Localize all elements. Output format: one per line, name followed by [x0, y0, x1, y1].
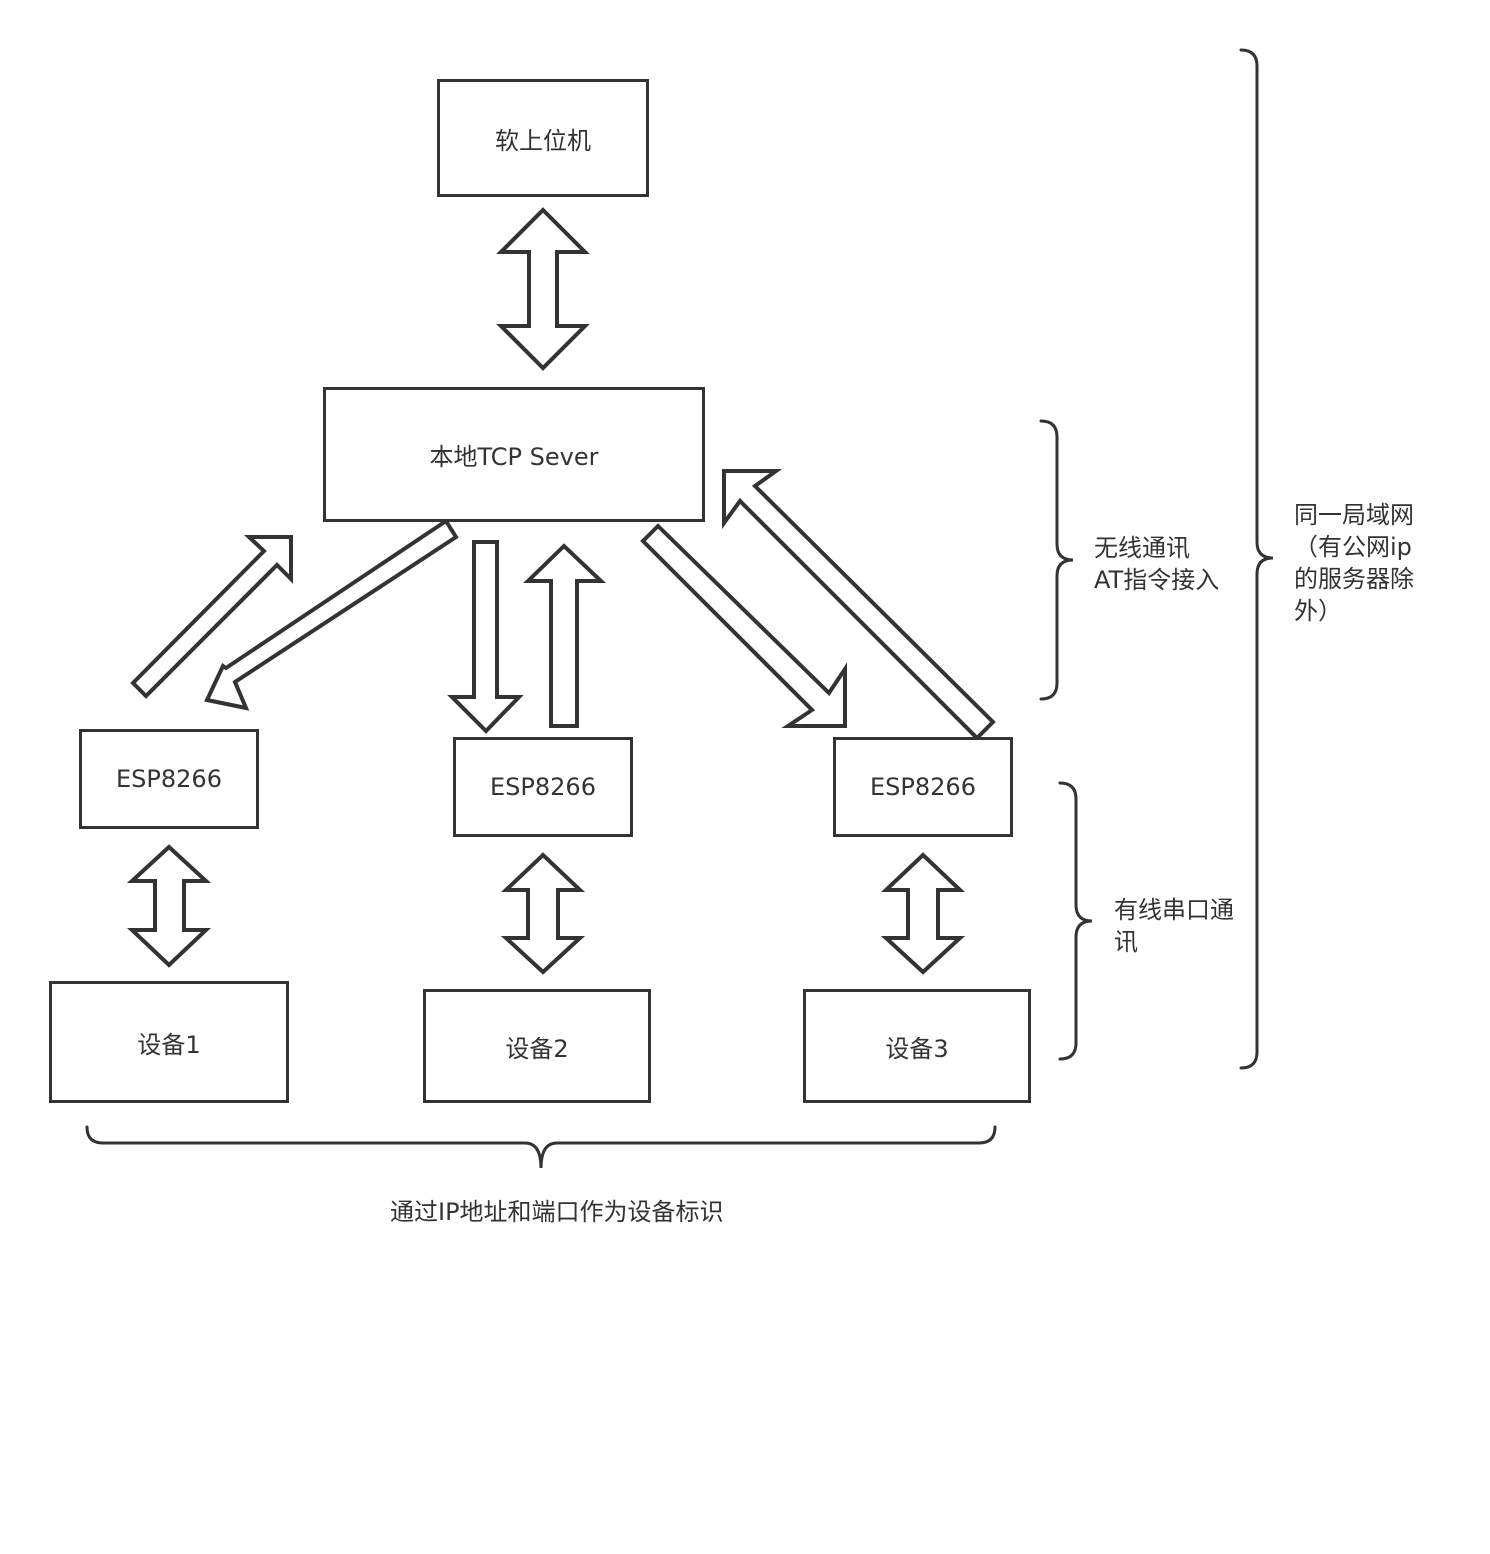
arrow-server-to-esp-middle	[447, 540, 524, 734]
arrow-server-to-esp-right	[640, 523, 847, 728]
identification-annotation: 通过IP地址和端口作为设备标识	[390, 1198, 724, 1226]
wired-line-2: 讯	[1114, 928, 1138, 956]
device-2-box: 设备2	[423, 989, 651, 1103]
device-1-label: 设备1	[137, 1030, 201, 1059]
arrow-server-to-esp-left	[204, 518, 459, 711]
brace-wireless	[1039, 419, 1074, 701]
esp8266-middle-label: ESP8266	[490, 773, 596, 801]
lan-line-2: （有公网ip	[1294, 533, 1412, 561]
arrow-esp-left-device-1	[126, 844, 212, 968]
host-software-box: 软上位机	[437, 79, 649, 197]
device-1-box: 设备1	[49, 981, 289, 1103]
wireless-annotation: 无线通讯 AT指令接入	[1094, 532, 1219, 596]
tcp-server-box: 本地TCP Sever	[323, 387, 705, 522]
arrow-esp-right-to-server	[722, 469, 996, 741]
arrow-esp-middle-device-2	[500, 852, 586, 975]
wireless-line-1: 无线通讯	[1094, 534, 1190, 562]
lan-annotation: 同一局域网 （有公网ip 的服务器除 外）	[1294, 499, 1414, 627]
arrow-host-server	[496, 207, 590, 371]
device-3-box: 设备3	[803, 989, 1031, 1103]
arrow-esp-left-to-server	[130, 535, 293, 699]
device-3-label: 设备3	[885, 1034, 949, 1063]
lan-line-4: 外）	[1294, 597, 1342, 625]
lan-line-1: 同一局域网	[1294, 501, 1414, 529]
wired-line-1: 有线串口通	[1114, 896, 1234, 924]
host-software-label: 软上位机	[495, 126, 591, 155]
arrow-esp-middle-to-server	[523, 543, 607, 728]
device-2-label: 设备2	[505, 1034, 569, 1063]
tcp-server-label: 本地TCP Sever	[429, 443, 599, 471]
wired-annotation: 有线串口通 讯	[1114, 894, 1234, 958]
brace-lan	[1239, 48, 1274, 1070]
esp8266-right-label: ESP8266	[870, 773, 976, 801]
wireless-line-2: AT指令接入	[1094, 566, 1220, 594]
esp8266-left-label: ESP8266	[116, 765, 222, 793]
brace-identification	[85, 1125, 997, 1169]
brace-wired	[1058, 781, 1093, 1061]
esp8266-middle-box: ESP8266	[453, 737, 633, 837]
esp8266-right-box: ESP8266	[833, 737, 1013, 837]
esp8266-left-box: ESP8266	[79, 729, 259, 829]
arrow-esp-right-device-3	[880, 852, 966, 975]
lan-line-3: 的服务器除	[1294, 565, 1414, 593]
